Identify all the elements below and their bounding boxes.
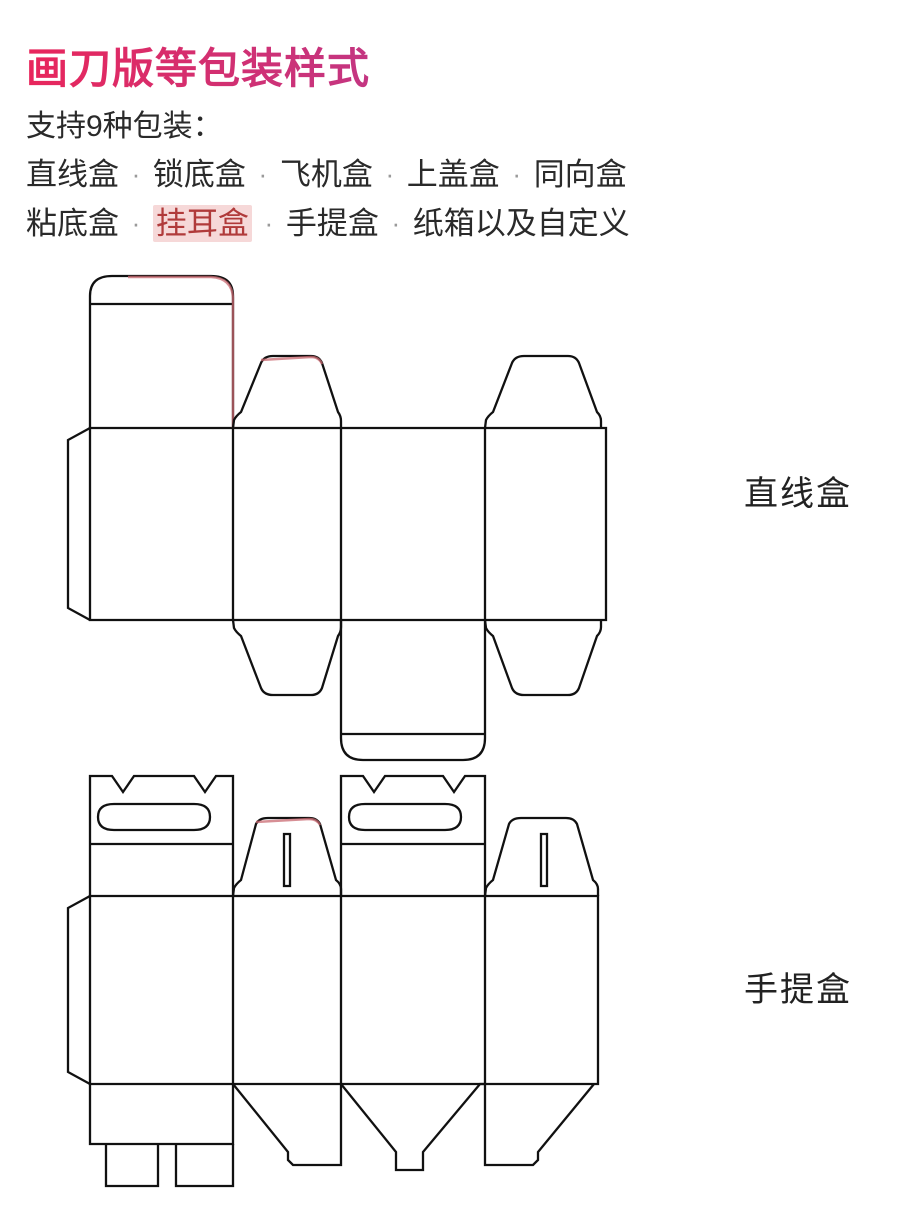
separator-dot: ·	[264, 207, 274, 238]
package-type-飞机盒: 飞机盒	[279, 156, 373, 192]
bottom-lock-flap-2-outline	[232, 1083, 343, 1167]
handle-panel-left-outline	[88, 774, 235, 896]
package-type-line-1: 直线盒 · 锁底盒 · 飞机盒 · 上盖盒 · 同向盒	[26, 151, 866, 200]
top-dust-flap-right	[483, 354, 603, 429]
top-dust-flap-left-outline	[231, 354, 343, 429]
subtitle: 支持9种包装：	[26, 109, 223, 143]
dieline-diagram-handle-box	[28, 762, 688, 1212]
package-type-手提盒: 手提盒	[285, 205, 379, 241]
separator-dot: ·	[131, 207, 141, 238]
package-type-粘底盒: 粘底盒	[26, 205, 119, 241]
bottom-dust-flap-left	[231, 619, 343, 697]
handle-panel-right-outline	[339, 774, 487, 896]
bottom-dust-flap-left-outline	[231, 619, 343, 697]
handle-cutout-right	[347, 802, 463, 832]
bottom-lock-flap-3-outline	[340, 1082, 485, 1172]
package-type-直线盒: 直线盒	[26, 156, 119, 192]
left-glue-flap	[66, 426, 91, 622]
bottom-lock-panel-left	[88, 1084, 235, 1188]
bottom-glue-tab-b	[174, 1144, 235, 1188]
diagram-caption-straight-box: 直线盒	[744, 475, 852, 513]
bottom-glue-tab-a	[104, 1144, 160, 1188]
header: 画刀版等包装样式 支持9种包装： 直线盒 · 锁底盒 · 飞机盒 · 上盖盒 ·…	[26, 44, 866, 248]
separator-dot: ·	[385, 158, 395, 189]
top-dust-flap-right-outline	[483, 816, 600, 897]
bottom-lock-flap-3	[340, 1082, 485, 1172]
separator-dot: ·	[131, 158, 141, 189]
bottom-tuck-panel-outline	[339, 620, 487, 762]
separator-dot: ·	[391, 207, 401, 238]
separator-dot: ·	[512, 158, 522, 189]
separator-dot: ·	[258, 158, 268, 189]
bottom-lock-flap-4	[483, 1083, 595, 1167]
bottom-tuck-panel	[339, 620, 487, 762]
handle-cutout-left	[96, 802, 212, 832]
package-type-上盖盒: 上盖盒	[406, 156, 500, 192]
dieline-diagram-straight-box	[28, 268, 688, 778]
top-dust-flap-right-outline	[483, 354, 603, 429]
handle-panel-left	[88, 774, 235, 896]
bottom-lock-flap-2	[232, 1083, 343, 1167]
top-tuck-lid	[88, 274, 235, 428]
top-tuck-red-score	[128, 275, 235, 428]
bottom-lock-flap-4-outline	[483, 1083, 595, 1167]
panel-row-outline	[88, 426, 608, 622]
main-panels	[88, 426, 608, 622]
diagram-caption-handle-box: 手提盒	[744, 971, 852, 1009]
top-dust-flap-left-slit	[282, 832, 292, 888]
package-type-同向盒: 同向盒	[533, 156, 627, 192]
top-tuck-lid-outline	[88, 274, 235, 428]
handle-panel-right	[339, 774, 487, 896]
top-dust-flap-left-red-score	[260, 355, 324, 365]
left-glue-flap	[66, 894, 91, 1086]
bottom-dust-flap-right-outline	[483, 619, 603, 697]
bottom-lock-panel-left-outline	[88, 1084, 235, 1146]
panel-row-outline	[88, 894, 600, 1086]
package-type-line-2: 粘底盒 · 挂耳盒 · 手提盒 · 纸箱以及自定义	[26, 200, 866, 249]
top-dust-flap-left	[231, 816, 343, 897]
page-title: 画刀版等包装样式	[26, 44, 866, 94]
top-dust-flap-left-outline	[231, 816, 343, 897]
bottom-dust-flap-right	[483, 619, 603, 697]
package-type-锁底盒: 锁底盒	[152, 156, 246, 192]
dieline-svg-straight-box	[66, 274, 608, 762]
dieline-svg-handle-box	[66, 774, 600, 1188]
main-panels	[88, 894, 600, 1086]
top-dust-flap-right	[483, 816, 600, 897]
top-dust-flap-left	[231, 354, 343, 429]
package-type-纸箱以及自定义: 纸箱以及自定义	[412, 205, 630, 241]
package-type-挂耳盒-highlighted: 挂耳盒	[152, 204, 252, 242]
top-dust-flap-left-red-score	[255, 817, 322, 826]
top-dust-flap-right-slit	[539, 832, 549, 888]
